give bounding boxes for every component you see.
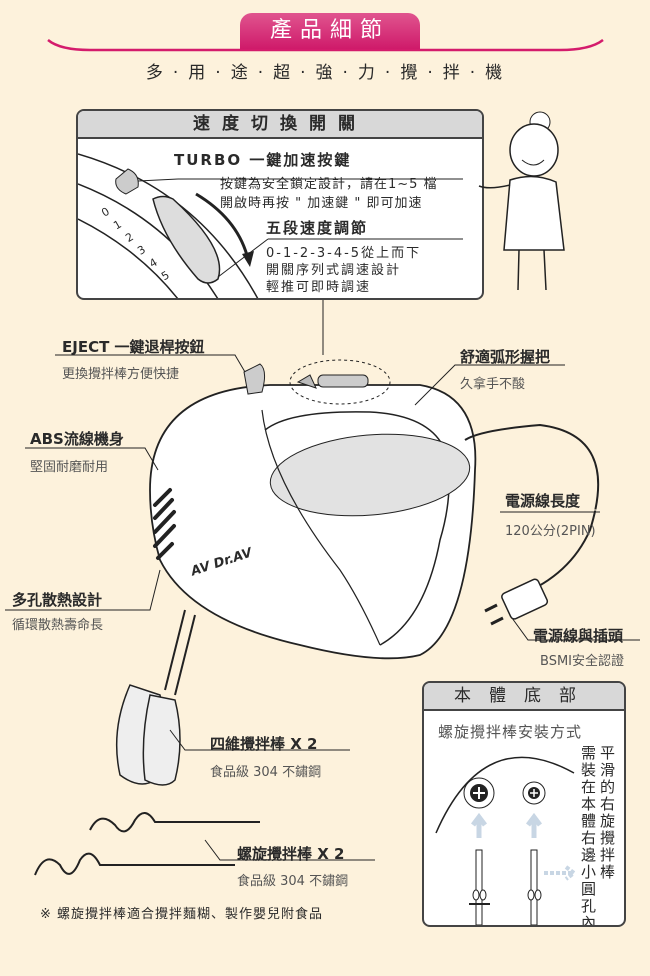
tagline-separator: · xyxy=(215,63,223,83)
tagline-char: 途 xyxy=(230,63,250,83)
vents-title: 多孔散熱設計 xyxy=(12,591,103,609)
bottom-view-panel: 本體底部 螺旋攪拌棒安裝方式 平滑的右旋攪拌棒 需裝在本體右邊小圓孔內 xyxy=(422,681,626,927)
beaters-desc: 食品級 304 不鏽鋼 xyxy=(210,765,322,780)
tagline-char: 拌 xyxy=(442,63,462,83)
install-diagram xyxy=(435,756,578,925)
eject-title: EJECT 一鍵退桿按鈕 xyxy=(62,338,205,356)
section-title: 產品細節 xyxy=(240,13,420,49)
tagline-separator: · xyxy=(427,63,435,83)
chef-illustration xyxy=(478,111,565,291)
tagline-separator: · xyxy=(172,63,181,83)
tagline-char: 攪 xyxy=(400,63,420,83)
footnote: ※ 螺旋攪拌棒適合攪拌麵糊、製作嬰兒附食品 xyxy=(40,907,324,922)
bottom-panel-subtitle: 螺旋攪拌棒安裝方式 xyxy=(438,723,583,741)
hand-mixer-illustration xyxy=(5,300,640,786)
tagline-char: 力 xyxy=(357,63,377,83)
hooks-desc: 食品級 304 不鏽鋼 xyxy=(237,874,349,889)
speed-desc-2: 開關序列式調速設計 xyxy=(266,263,402,278)
speed-desc-3: 輕推可即時調速 xyxy=(266,280,372,295)
cord-desc: 120公分(2PIN) xyxy=(505,524,596,539)
tagline-char: 機 xyxy=(485,63,505,83)
turbo-title: TURBO 一鍵加速按鍵 xyxy=(174,151,352,169)
tagline: 多 · 用 · 途 · 超 · 強 · 力 · 攪 · 拌 · 機 xyxy=(0,58,650,83)
plug-title: 電源線與插頭 xyxy=(533,627,624,645)
turbo-desc-1: 按鍵為安全鎖定設計，請在1~5 檔 xyxy=(220,177,438,192)
body-title: ABS流線機身 xyxy=(30,430,124,448)
note-column-2: 需裝在本體右邊小圓孔內 xyxy=(581,744,597,927)
grip-title: 舒適弧形握把 xyxy=(460,348,551,366)
tagline-char: 強 xyxy=(315,63,335,83)
hooks-title: 螺旋攪拌棒 X 2 xyxy=(237,845,345,863)
cord-title: 電源線長度 xyxy=(505,492,581,510)
tagline-char: 超 xyxy=(273,63,293,83)
tagline-separator: · xyxy=(342,63,350,83)
tagline-char: 多 xyxy=(145,63,165,83)
tagline-char: 用 xyxy=(188,63,208,83)
body-desc: 堅固耐磨耐用 xyxy=(30,460,109,475)
header-curve xyxy=(47,38,604,52)
tagline-separator: · xyxy=(469,63,478,83)
speed-desc-1: 0-1-2-3-4-5從上而下 xyxy=(266,246,422,261)
bottom-panel-title: 本體底部 xyxy=(424,683,624,711)
vents-desc: 循環散熱壽命長 xyxy=(12,618,104,633)
turbo-desc-2: 開啟時再按 " 加速鍵 " 即可加速 xyxy=(220,196,423,211)
speed-panel-title: 速度切換開關 xyxy=(78,111,482,139)
beaters-title: 四維攪拌棒 X 2 xyxy=(210,735,318,753)
eject-desc: 更換攪拌棒方便快捷 xyxy=(62,367,180,382)
grip-desc: 久拿手不酸 xyxy=(460,377,526,392)
tagline-separator: · xyxy=(257,63,266,83)
dough-hooks-illustration xyxy=(34,812,375,876)
plug-desc: BSMI安全認證 xyxy=(540,654,624,669)
vent-slots xyxy=(153,488,176,560)
tagline-separator: · xyxy=(300,63,308,83)
tagline-separator: · xyxy=(384,63,393,83)
speed-dial-illustration xyxy=(78,153,463,298)
speed-title: 五段速度調節 xyxy=(266,219,369,237)
note-column-1: 平滑的右旋攪拌棒 xyxy=(600,744,616,881)
